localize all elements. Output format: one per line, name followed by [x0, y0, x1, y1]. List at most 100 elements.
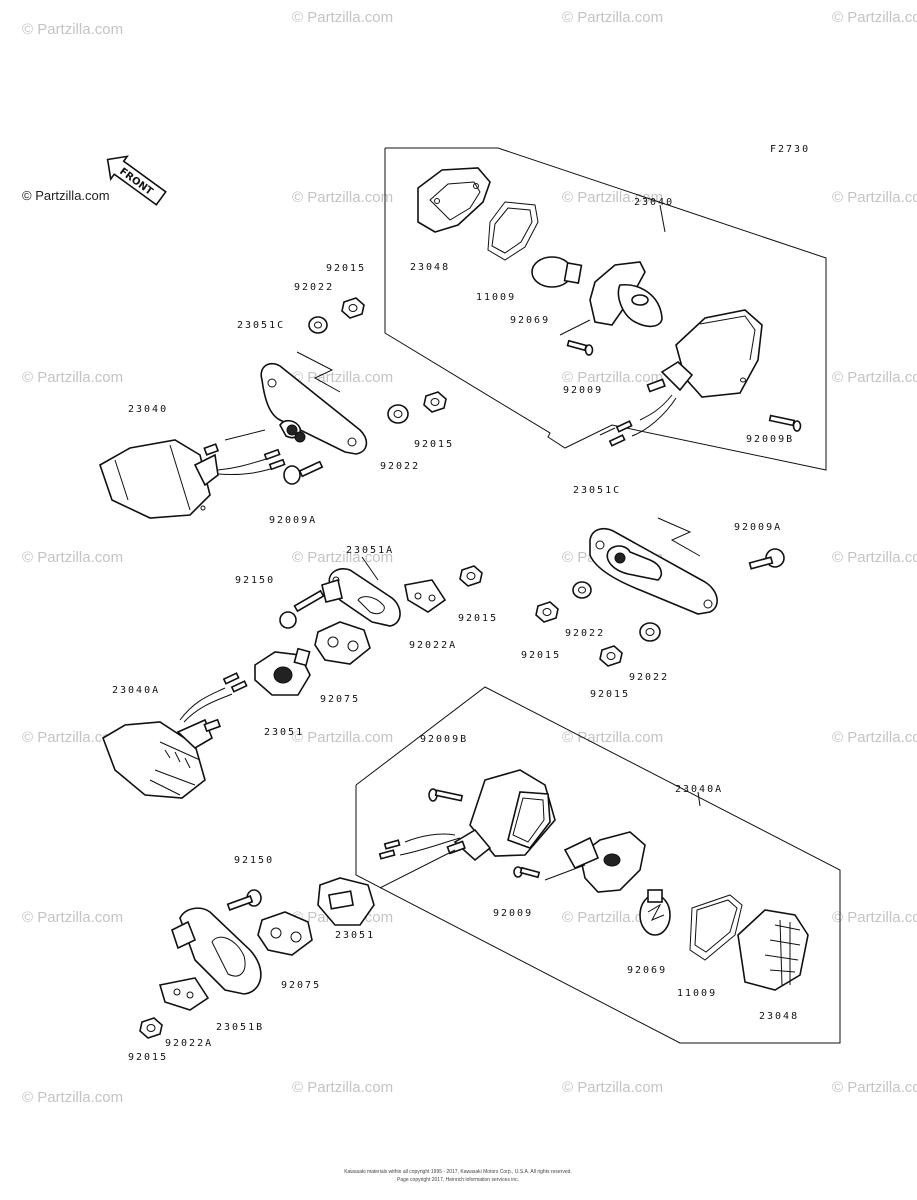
part-label: 92022A	[409, 640, 457, 651]
signal-housing-23040-top	[646, 309, 763, 398]
part-label: 23051	[335, 930, 375, 941]
grommet-92075-mid	[314, 621, 371, 665]
part-label: 92009B	[746, 434, 794, 445]
part-label: 92009	[563, 385, 603, 396]
watermark: © Partzilla.com	[832, 369, 917, 386]
plate-23051C-right	[589, 527, 718, 615]
screw-92009-bottom	[513, 866, 541, 879]
watermark: © Partzilla.com	[292, 369, 393, 386]
watermark: © Partzilla.com	[832, 9, 917, 26]
watermark: © Partzilla.com	[832, 189, 917, 206]
screw-92009B-top	[768, 414, 802, 432]
part-label: 92009A	[269, 515, 317, 526]
screw-92009A-left	[283, 460, 324, 485]
screw-92009A-right	[748, 548, 785, 570]
assembly-bracket-23040A	[355, 686, 841, 1044]
part-label: 92069	[510, 315, 550, 326]
part-label: 23051B	[216, 1022, 264, 1033]
watermark: © Partzilla.com	[292, 729, 393, 746]
part-label: 23051C	[573, 485, 621, 496]
screw-92150-mid	[279, 589, 325, 629]
watermark: © Partzilla.com	[562, 189, 663, 206]
nut-92015-mid	[459, 565, 483, 587]
partzilla-logo: © Partzilla.com	[22, 188, 110, 203]
wires-left-mid	[179, 672, 248, 723]
signal-housing-23040A-left	[102, 718, 221, 799]
washer-92022-a	[308, 316, 328, 334]
housing-base-bottom	[563, 831, 646, 893]
part-label: 92150	[235, 575, 275, 586]
watermark: © Partzilla.com	[562, 369, 663, 386]
screw-92009-top	[566, 339, 594, 356]
watermark: © Partzilla.com	[22, 1089, 123, 1106]
washer-92022A-mid	[404, 579, 447, 613]
part-label: 92015	[521, 650, 561, 661]
signal-housing-23040A-bottom	[446, 769, 556, 862]
bracket-23051B	[171, 907, 262, 995]
watermark: © Partzilla.com	[832, 1079, 917, 1096]
part-label: 92009B	[420, 734, 468, 745]
part-label: 92075	[281, 980, 321, 991]
watermark: © Partzilla.com	[22, 369, 123, 386]
nut-92015-c	[535, 601, 559, 623]
watermark: © Partzilla.com	[562, 1079, 663, 1096]
washer-92022-c	[572, 581, 592, 599]
washer-92022-b	[387, 404, 409, 424]
nut-92015-a	[341, 297, 365, 319]
part-label: 92022A	[165, 1038, 213, 1049]
watermark: © Partzilla.com	[832, 909, 917, 926]
gasket-11009-bottom	[689, 894, 743, 961]
part-label: 23051C	[237, 320, 285, 331]
part-labels: 23040 23048 11009 92069 92009 92009B 920…	[112, 197, 799, 1063]
part-label: 23048	[410, 262, 450, 273]
part-label: 92015	[326, 263, 366, 274]
nut-92015-d	[599, 645, 623, 667]
part-label: 23040	[634, 197, 674, 208]
leader	[659, 204, 666, 233]
nut-92015-b	[423, 391, 447, 413]
part-label: 92022	[629, 672, 669, 683]
bracket-23051A	[321, 568, 401, 627]
watermark: © Partzilla.com	[22, 549, 123, 566]
leader	[657, 517, 701, 557]
leader-lines-bottom	[379, 849, 586, 889]
watermark: © Partzilla.com	[832, 549, 917, 566]
part-label: 11009	[476, 292, 516, 303]
figure-code: F2730	[770, 144, 810, 155]
part-label: 92022	[294, 282, 334, 293]
gasket-11009-top	[487, 201, 539, 261]
leader	[296, 351, 341, 393]
part-label: 92015	[590, 689, 630, 700]
watermark: © Partzilla.com	[292, 9, 393, 26]
watermark-layer: © Partzilla.com © Partzilla.com © Partzi…	[22, 9, 917, 1106]
wires-top	[608, 394, 677, 447]
part-label: 92069	[627, 965, 667, 976]
watermark: © Partzilla.com	[832, 729, 917, 746]
watermark: © Partzilla.com	[22, 729, 123, 746]
lens-23048-top	[417, 167, 491, 233]
washer-92022-d	[639, 622, 661, 642]
washer-92022A-bottom	[158, 977, 210, 1011]
assembly-bracket-23040	[384, 147, 827, 471]
watermark: © Partzilla.com	[292, 189, 393, 206]
part-label: 11009	[677, 988, 717, 999]
part-label: 92075	[320, 694, 360, 705]
copyright-line-1: Kawasaki materials within all copyright …	[344, 1169, 572, 1175]
part-label: 23040A	[675, 784, 723, 795]
part-label: 92009A	[734, 522, 782, 533]
screw-92009B-bottom	[428, 788, 464, 802]
front-arrow-icon: FRONT	[106, 155, 167, 206]
watermark: © Partzilla.com	[292, 549, 393, 566]
bulb-92069-bottom	[639, 889, 671, 936]
part-label: 92022	[380, 461, 420, 472]
part-label: 92015	[458, 613, 498, 624]
part-label: 92150	[234, 855, 274, 866]
part-label: 23051	[264, 727, 304, 738]
watermark: © Partzilla.com	[562, 909, 663, 926]
bulb-92069-top	[531, 256, 583, 288]
leader	[697, 791, 701, 807]
part-label: 92015	[128, 1052, 168, 1063]
signal-housing-23040-left	[99, 439, 220, 519]
part-label: 23048	[759, 1011, 799, 1022]
